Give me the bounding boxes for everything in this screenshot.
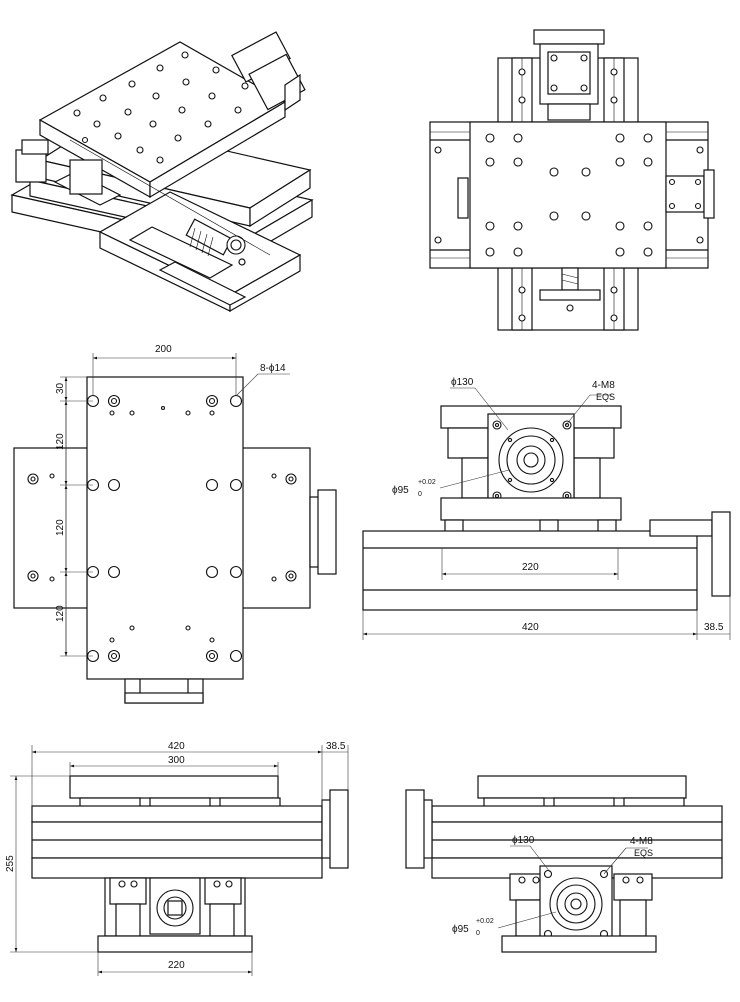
dim-thread-depth: EQS xyxy=(596,392,615,402)
dim-pitch-b: 120 xyxy=(55,519,66,536)
dim-edge-offset: 30 xyxy=(55,382,66,394)
dim-front-length: 420 xyxy=(168,741,185,752)
dim-top-width: 200 xyxy=(155,344,172,355)
dim-motor-overhang: 38.5 xyxy=(704,622,724,633)
dim-side-thread-depth: EQS xyxy=(634,848,653,858)
dim-tol-lower: 0 xyxy=(418,491,422,498)
side-view: ϕ130 4-M8 EQS ϕ95 +0.02 0 xyxy=(405,775,723,953)
dim-pitch-a: 120 xyxy=(55,433,66,450)
dim-pitch-c: 120 xyxy=(55,605,66,622)
dim-base-length: 420 xyxy=(522,622,539,633)
dim-table-length: 300 xyxy=(168,755,185,766)
dim-thread-spec: 4-M8 xyxy=(592,380,615,391)
dim-total-height: 255 xyxy=(5,855,16,872)
dim-front-rail-span: 220 xyxy=(168,960,185,971)
dim-rail-span: 220 xyxy=(522,562,539,573)
isometric-view xyxy=(10,31,314,313)
dim-front-overhang: 38.5 xyxy=(326,741,346,752)
dim-side-tol-lower: 0 xyxy=(476,930,480,937)
dim-side-spigot-base: ϕ95 xyxy=(452,924,469,935)
dim-side-flange-dia: ϕ130 xyxy=(512,835,535,846)
dim-tol-upper: +0.02 xyxy=(418,479,436,486)
dim-side-thread-spec: 4-M8 xyxy=(630,836,653,847)
dim-flange-dia: ϕ130 xyxy=(451,377,474,388)
dim-spigot-base: ϕ95 xyxy=(392,485,409,496)
dimensioned-top-view: 200 8-ϕ14 30 120 120 120 xyxy=(13,344,337,704)
dim-hole-spec: 8-ϕ14 xyxy=(260,363,286,374)
dim-side-tol-upper: +0.02 xyxy=(476,918,494,925)
top-view xyxy=(429,29,715,331)
front-view: 420 38.5 300 255 220 xyxy=(5,741,349,976)
right-section-view: ϕ130 4-M8 EQS ϕ95 +0.02 0 220 420 38.5 xyxy=(362,377,731,640)
